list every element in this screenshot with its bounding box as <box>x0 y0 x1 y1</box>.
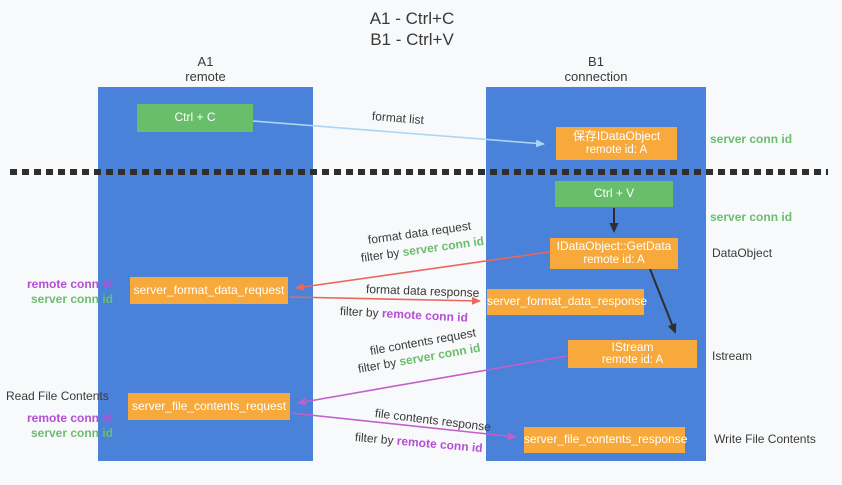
conn-id-pair-format: remote conn id server conn id <box>17 277 113 307</box>
label-istream: Istream <box>712 349 753 363</box>
node-server-format-data-request: server_format_data_request <box>130 277 288 304</box>
node-save-idataobject: 保存IDataObject remote id: A <box>556 127 677 160</box>
arrow-format-data-request <box>295 251 550 291</box>
lane-b1-name: B1 <box>588 54 604 69</box>
arrow-file-contents-request <box>297 355 568 406</box>
label-dataobject: DataObject <box>712 246 773 260</box>
node-server-format-data-response: server_format_data_response <box>487 289 648 315</box>
node-ctrl-c: Ctrl + C <box>137 104 253 132</box>
node-format-response-label: server_format_data_response <box>487 294 648 309</box>
node-getdata-line1: IDataObject::GetData <box>556 239 672 253</box>
lane-a1-role: remote <box>185 69 226 84</box>
lane-a1-name: A1 <box>197 54 214 69</box>
lane-b1-role: connection <box>564 69 628 84</box>
conn-id-pair-file: remote conn id server conn id <box>17 411 113 441</box>
label-server-conn-id-file: server conn id <box>30 426 113 440</box>
filter-prefix: filter by <box>339 304 383 321</box>
node-ctrl-v: Ctrl + V <box>555 181 673 207</box>
lane-header-a1: A1 remote <box>98 54 313 84</box>
node-ctrl-c-label: Ctrl + C <box>174 110 216 125</box>
node-format-request-label: server_format_data_request <box>133 282 285 297</box>
label-server-conn-id-top: server conn id <box>710 132 793 146</box>
dotted-separator-line <box>10 169 828 175</box>
node-ctrl-v-label: Ctrl + V <box>593 186 635 201</box>
label-write-file-contents: Write File Contents <box>714 432 816 446</box>
arrow-format-data-response <box>288 296 481 305</box>
node-save-idataobject-line2: remote id: A <box>585 143 648 156</box>
node-getdata-line2: remote id: A <box>583 253 645 266</box>
node-server-file-contents-request: server_file_contents_request <box>128 393 290 420</box>
title-line-1: A1 - Ctrl+C <box>369 9 455 28</box>
label-server-conn-id-format: server conn id <box>30 292 113 306</box>
lane-header-b1: B1 connection <box>486 54 706 84</box>
node-save-idataobject-line1: 保存IDataObject <box>572 129 661 143</box>
node-file-response-label: server_file_contents_response <box>524 432 688 447</box>
node-idataobject-getdata: IDataObject::GetData remote id: A <box>550 238 678 269</box>
label-read-file-contents: Read File Contents <box>6 389 109 403</box>
arrow-getdata-to-istream <box>649 268 677 334</box>
node-istream-line2: remote id: A <box>601 354 664 366</box>
arrow-format-list <box>252 120 545 148</box>
node-server-file-contents-response: server_file_contents_response <box>524 427 688 453</box>
label-remote-conn-id-format: remote conn id <box>26 277 113 291</box>
node-istream: IStream remote id: A <box>568 340 697 368</box>
label-server-conn-id-mid: server conn id <box>710 210 793 224</box>
node-file-request-label: server_file_contents_request <box>131 398 287 413</box>
node-istream-line1: IStream <box>611 339 654 354</box>
label-remote-conn-id-file: remote conn id <box>26 411 113 425</box>
title-line-2: B1 - Ctrl+V <box>370 30 454 49</box>
diagram-title: A1 - Ctrl+C B1 - Ctrl+V <box>297 8 527 50</box>
arrow-file-contents-response <box>290 412 517 441</box>
